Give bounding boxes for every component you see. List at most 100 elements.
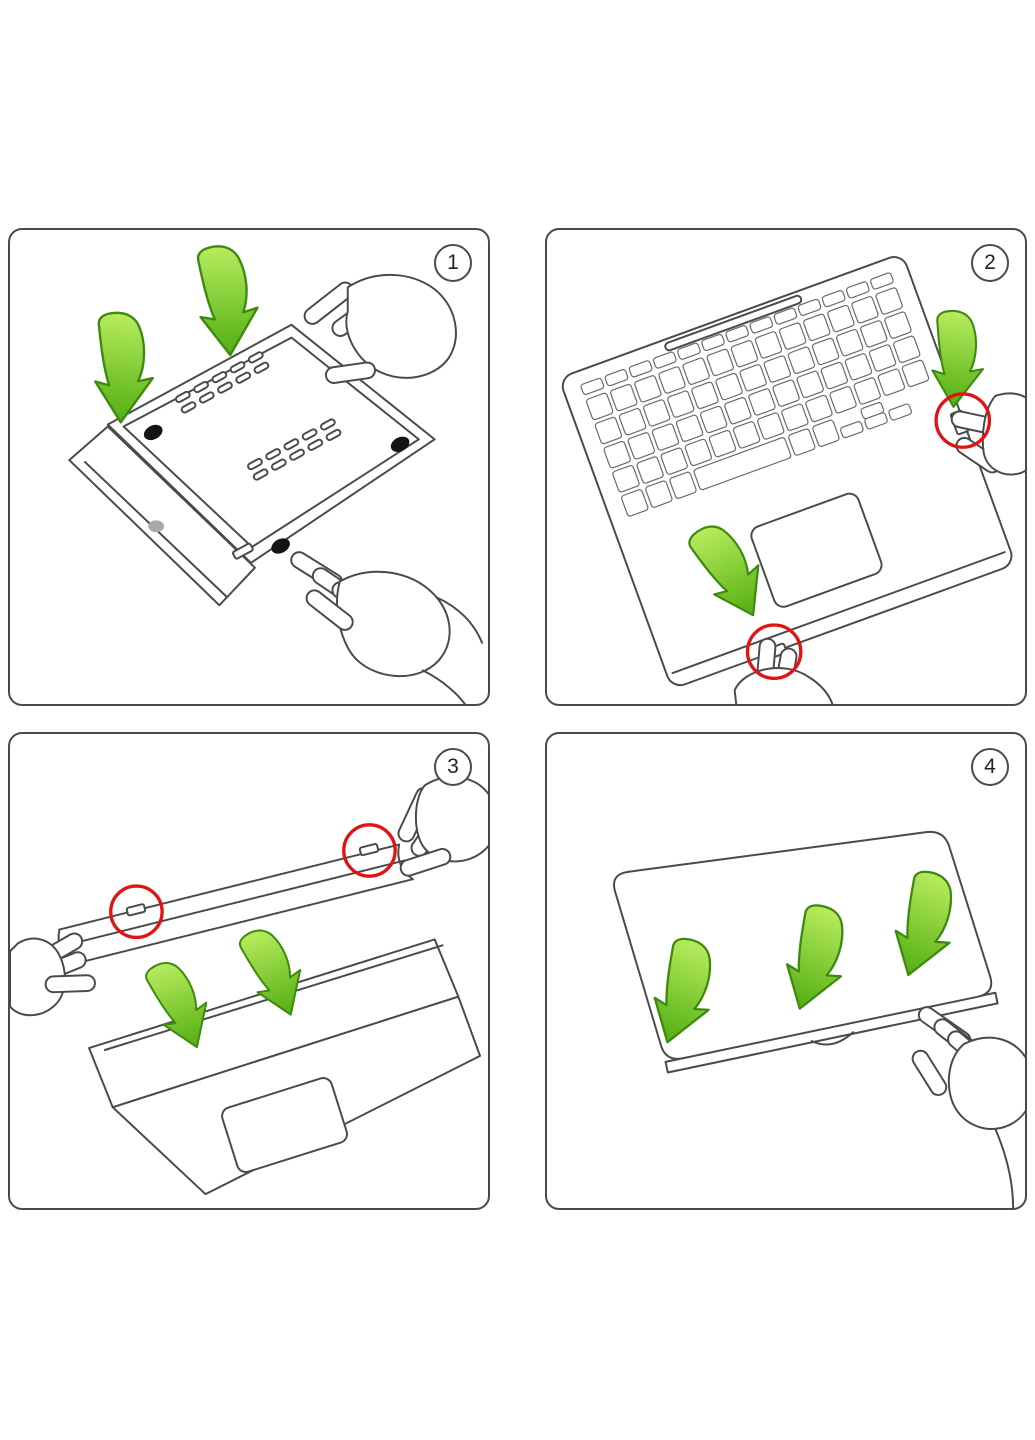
keyboard-key (658, 366, 686, 394)
hand-right (911, 1006, 1025, 1208)
step-4-panel: 4 (545, 732, 1027, 1210)
trackpad (750, 492, 883, 608)
keyboard-key (604, 369, 629, 387)
cover-clip-tab (125, 903, 147, 917)
keyboard-key (840, 421, 864, 439)
cover-clip-tab (358, 843, 380, 857)
keyboard-key (844, 353, 873, 381)
keyboard-key (827, 304, 855, 333)
keyboard-key (603, 440, 631, 469)
case-clip-tab (232, 542, 254, 560)
green-arrow-icon (196, 245, 259, 357)
keyboard-key (706, 348, 734, 377)
keyboard-key (820, 361, 849, 390)
step-1-panel: 1 (8, 228, 490, 706)
step-number-badge: 1 (434, 244, 472, 282)
keyboard-key (757, 412, 785, 440)
keyboard-key (851, 296, 879, 324)
keyboard-key (803, 313, 831, 342)
step-4-illustration (613, 830, 1025, 1208)
keyboard-key (778, 322, 807, 350)
keyboard-deck (561, 256, 1013, 687)
keyboard-key (754, 331, 783, 359)
step-1-illustration (68, 245, 484, 704)
clip-highlight-circle (342, 823, 397, 878)
step-2-panel: 2 (545, 228, 1027, 706)
laptop-open-screen (68, 425, 256, 607)
keyboard-key (864, 412, 888, 430)
laptop-bottom-case (106, 323, 436, 564)
keyboard-key (580, 377, 605, 396)
keyboard-key (870, 272, 894, 290)
hand-top (303, 273, 457, 384)
keyboard-key (812, 419, 840, 447)
keyboard-key (748, 388, 776, 416)
keyboard-key (835, 329, 864, 357)
step-number-badge: 2 (971, 244, 1009, 282)
keyboard-key (773, 307, 798, 325)
keyboard-key (829, 386, 857, 414)
keyboard-key (811, 337, 840, 366)
keyboard-key (763, 355, 791, 383)
keyboard-key (781, 403, 809, 431)
step-number-badge: 3 (434, 748, 472, 786)
keyboard-key (860, 320, 888, 348)
hand-bottom (290, 551, 484, 704)
keyboard-key (875, 287, 903, 315)
keyboard-key (772, 379, 800, 407)
laptop-base (88, 938, 482, 1196)
keyboard-key (585, 392, 614, 421)
keyboard-key (684, 438, 713, 467)
keyboard-key (788, 428, 816, 456)
keyboard-key (660, 447, 688, 475)
keyboard-key (787, 346, 816, 374)
keyboard-key (642, 399, 671, 427)
rubber-foot (271, 538, 290, 554)
keyboard-key (732, 421, 761, 449)
keyboard-key (901, 359, 930, 388)
trackpad (221, 1077, 348, 1174)
clip-highlight-circle (745, 623, 803, 681)
vent-grid (175, 351, 270, 414)
step-2-illustration (561, 256, 1025, 704)
rubber-foot (390, 436, 410, 452)
vent-grid (247, 418, 342, 481)
step-number-badge: 4 (971, 748, 1009, 786)
hand-top-right (397, 776, 488, 877)
keyboard-key (853, 377, 881, 405)
step-3-panel: 3 (8, 732, 490, 1210)
keyboard-key (612, 465, 640, 493)
keyboard-key (845, 281, 870, 299)
hand-bottom (733, 637, 834, 704)
keyboard-key (715, 372, 743, 401)
keyboard-key (618, 408, 647, 436)
keyboard-key (675, 414, 704, 442)
keyboard-key (677, 342, 701, 360)
keyboard-key (610, 383, 638, 412)
hand-left (10, 932, 96, 1017)
keyboard-key (701, 333, 725, 352)
keyboard-key (627, 432, 656, 460)
logo-dot (148, 520, 165, 533)
keyboard-key (693, 437, 792, 491)
keyboard-key (796, 370, 824, 399)
keyboard-key (645, 480, 673, 508)
rubber-foot (143, 424, 163, 441)
keyboard-key (634, 375, 662, 403)
keyboard-key (730, 340, 759, 368)
clip-highlight-circle (934, 392, 992, 449)
keyboard-key (594, 416, 623, 445)
keyboard-key (888, 403, 912, 421)
keyboard-key (725, 325, 749, 343)
keyboard-keys (580, 272, 930, 517)
keyboard-key (821, 290, 846, 308)
keyboard-key (652, 351, 677, 369)
keyboard-key (724, 397, 752, 425)
keyboard-key (682, 357, 710, 385)
keyboard-key (651, 423, 680, 451)
keyboard-key (805, 394, 833, 423)
thumb-scoop (810, 1031, 855, 1046)
keyboard-key (708, 429, 737, 458)
keyboard-key (700, 405, 728, 434)
